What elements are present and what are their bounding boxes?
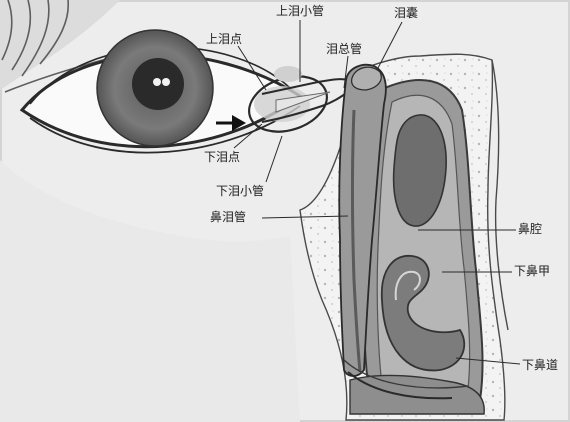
label-lower-canaliculus: 下泪小管 [216,184,264,198]
label-nasal-cavity: 鼻腔 [518,222,542,236]
label-nasolacrimal-duct: 鼻泪管 [210,210,246,224]
label-upper-canaliculus: 上泪小管 [276,4,324,18]
label-common-canaliculus: 泪总管 [326,42,362,56]
pupil-highlight-2 [162,78,170,86]
upper-lid-bulge [274,66,302,82]
label-inferior-turbinate: 下鼻甲 [514,264,550,278]
label-upper-punctum: 上泪点 [206,32,242,46]
label-inferior-meatus: 下鼻道 [522,358,558,372]
label-lower-punctum: 下泪点 [204,150,240,164]
label-lacrimal-sac: 泪囊 [394,6,418,20]
pupil-highlight-1 [153,78,161,86]
